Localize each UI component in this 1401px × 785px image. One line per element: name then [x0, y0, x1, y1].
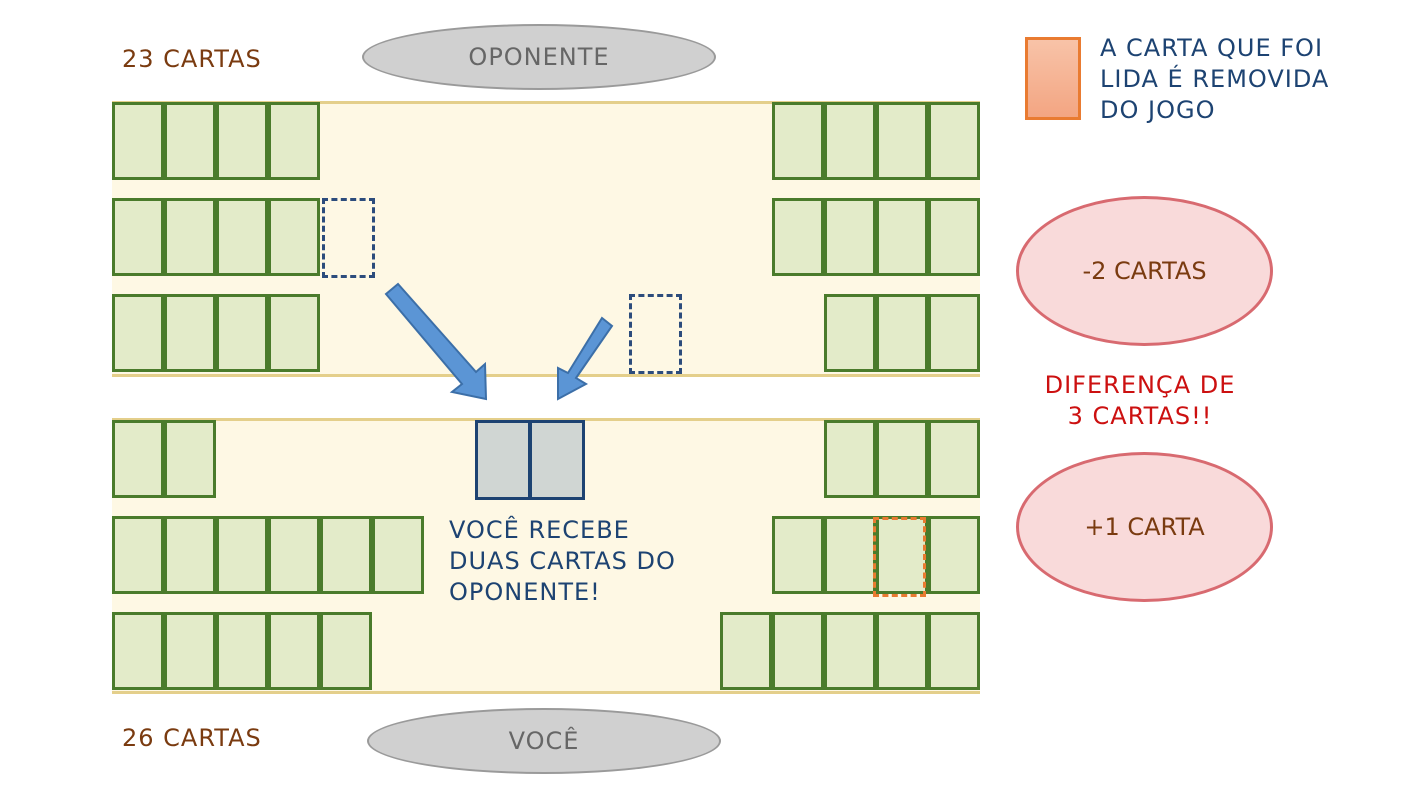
player-card-row2-right-1 — [928, 516, 980, 594]
player-card-row1-right-1 — [928, 420, 980, 498]
opponent-card-row1-right-4 — [772, 102, 824, 180]
opponent-card-row2-left-1 — [112, 198, 164, 276]
player-label: VOCÊ — [367, 708, 721, 774]
opponent-card-row3-right-2 — [876, 294, 928, 372]
player-card-row3-right-4 — [772, 612, 824, 690]
opponent-card-row2-right-1 — [928, 198, 980, 276]
opponent-card-row1-right-1 — [928, 102, 980, 180]
player-change-badge: +1 CARTA — [1016, 452, 1273, 602]
taken-card-slot-1 — [322, 198, 375, 278]
player-card-row3-right-3 — [824, 612, 876, 690]
opponent-card-row3-right-3 — [824, 294, 876, 372]
opponent-card-row1-left-3 — [216, 102, 268, 180]
taken-card-slot-2 — [629, 294, 682, 374]
player-card-count: 26 CARTAS — [122, 724, 262, 752]
opponent-card-count: 23 CARTAS — [122, 45, 262, 73]
player-card-row1-right-2 — [876, 420, 928, 498]
opponent-card-row3-right-1 — [928, 294, 980, 372]
difference-line-2: 3 CARTAS!! — [1067, 402, 1213, 430]
receive-note: VOCÊ RECEBE DUAS CARTAS DO OPONENTE! — [449, 515, 676, 608]
player-card-row2-left-2 — [164, 516, 216, 594]
legend-line-1: A CARTA QUE FOI — [1100, 34, 1324, 62]
player-card-row3-left-3 — [216, 612, 268, 690]
opponent-card-row3-left-3 — [216, 294, 268, 372]
player-card-row2-right-4 — [772, 516, 824, 594]
receive-note-line-3: OPONENTE! — [449, 578, 601, 606]
difference-line-1: DIFERENÇA DE — [1044, 371, 1236, 399]
player-card-row1-right-3 — [824, 420, 876, 498]
player-card-row2-right-3 — [824, 516, 876, 594]
player-card-row2-left-1 — [112, 516, 164, 594]
opponent-card-row1-left-2 — [164, 102, 216, 180]
player-card-row3-left-4 — [268, 612, 320, 690]
opponent-card-row2-right-3 — [824, 198, 876, 276]
opponent-card-row2-left-4 — [268, 198, 320, 276]
legend-text: A CARTA QUE FOI LIDA É REMOVIDA DO JOGO — [1100, 33, 1329, 126]
player-card-row2-left-5 — [320, 516, 372, 594]
player-card-row3-left-5 — [320, 612, 372, 690]
removed-card-slot — [873, 517, 926, 597]
player-card-row3-left-1 — [112, 612, 164, 690]
opponent-card-row3-left-2 — [164, 294, 216, 372]
player-card-row3-right-2 — [876, 612, 928, 690]
opponent-card-row2-right-4 — [772, 198, 824, 276]
receive-note-line-1: VOCÊ RECEBE — [449, 516, 630, 544]
player-card-row3-right-1 — [928, 612, 980, 690]
player-card-row1-left-2 — [164, 420, 216, 498]
legend-line-3: DO JOGO — [1100, 96, 1216, 124]
difference-note: DIFERENÇA DE 3 CARTAS!! — [1040, 370, 1240, 432]
opponent-card-row3-left-1 — [112, 294, 164, 372]
arrow-right-icon — [557, 316, 614, 401]
opponent-card-row1-right-3 — [824, 102, 876, 180]
player-card-row2-left-6 — [372, 516, 424, 594]
opponent-card-row2-right-2 — [876, 198, 928, 276]
opponent-card-row3-left-4 — [268, 294, 320, 372]
received-card-1 — [475, 420, 531, 500]
player-card-row2-left-4 — [268, 516, 320, 594]
opponent-card-row2-left-3 — [216, 198, 268, 276]
receive-note-line-2: DUAS CARTAS DO — [449, 547, 676, 575]
received-card-2 — [529, 420, 585, 500]
player-card-row2-left-3 — [216, 516, 268, 594]
transfer-arrows — [384, 282, 614, 401]
player-card-row3-left-2 — [164, 612, 216, 690]
opponent-card-row1-left-4 — [268, 102, 320, 180]
opponent-change-badge: -2 CARTAS — [1016, 196, 1273, 346]
opponent-card-row1-right-2 — [876, 102, 928, 180]
player-card-row3-right-5 — [720, 612, 772, 690]
opponent-label: OPONENTE — [362, 24, 716, 90]
opponent-card-row1-left-1 — [112, 102, 164, 180]
removed-card-legend-swatch — [1025, 37, 1081, 120]
opponent-card-row2-left-2 — [164, 198, 216, 276]
legend-line-2: LIDA É REMOVIDA — [1100, 65, 1330, 93]
player-card-row1-left-1 — [112, 420, 164, 498]
arrow-left-icon — [384, 282, 488, 401]
